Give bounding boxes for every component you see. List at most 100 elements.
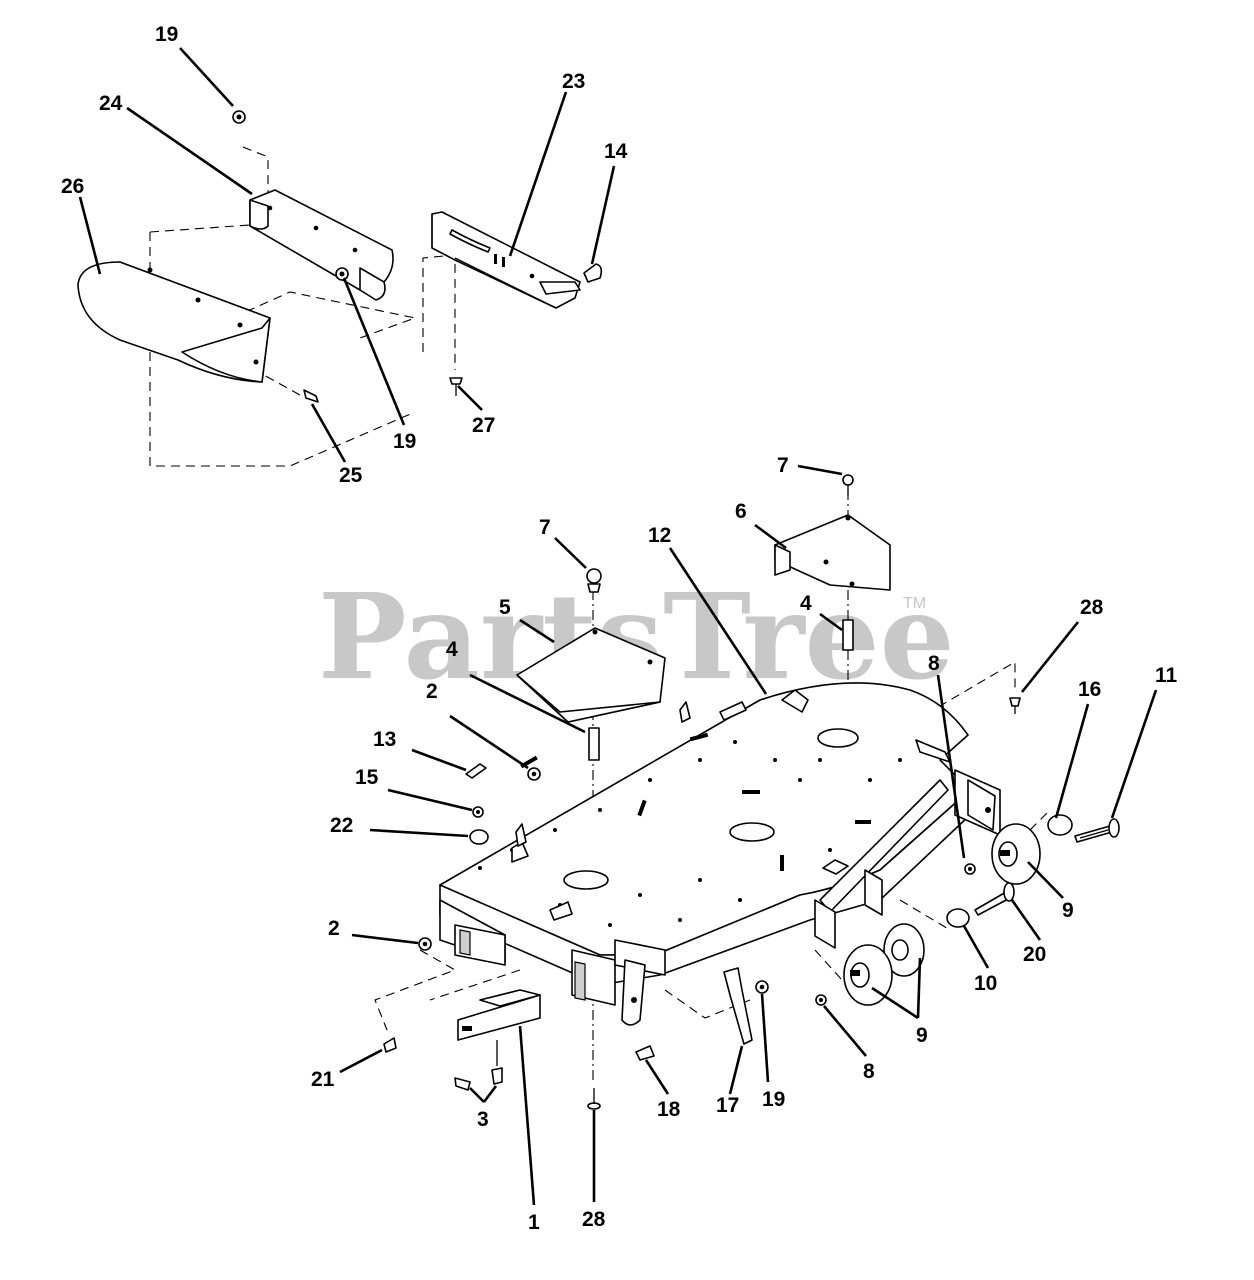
callout-25: 25 bbox=[339, 464, 363, 487]
leader-line bbox=[590, 165, 616, 265]
callout-7: 7 bbox=[539, 516, 551, 539]
leader-line bbox=[871, 986, 919, 1020]
callout-20: 20 bbox=[1023, 943, 1046, 966]
callout-7: 7 bbox=[777, 454, 789, 477]
callout-8: 8 bbox=[928, 652, 940, 675]
part-17-link bbox=[635, 967, 769, 1061]
front-mount-left bbox=[454, 924, 666, 1026]
callout-1: 1 bbox=[528, 1211, 540, 1234]
callout-labels: 19 24 26 23 14 19 25 27 7 6 7 12 5 4 4 2… bbox=[61, 23, 1178, 1234]
callout-19: 19 bbox=[155, 23, 178, 46]
leader-line bbox=[1027, 861, 1064, 899]
callout-9: 9 bbox=[1062, 899, 1074, 922]
leader-line bbox=[728, 1045, 744, 1095]
leader-line bbox=[1020, 621, 1080, 693]
part-4-spacer bbox=[588, 727, 600, 761]
upper-assembly bbox=[77, 47, 616, 467]
part-5-cover bbox=[516, 627, 666, 723]
callout-26: 26 bbox=[61, 175, 84, 198]
callout-8: 8 bbox=[863, 1060, 875, 1083]
leader-line bbox=[449, 714, 529, 770]
guide-line bbox=[1029, 809, 1051, 831]
callout-9: 9 bbox=[916, 1024, 928, 1047]
part-23-arm bbox=[431, 211, 581, 309]
callout-2: 2 bbox=[328, 917, 340, 940]
guide-line bbox=[814, 899, 951, 1001]
callout-18: 18 bbox=[657, 1098, 681, 1121]
leader-line bbox=[668, 547, 768, 695]
leader-line bbox=[351, 933, 419, 945]
callout-28: 28 bbox=[582, 1208, 606, 1231]
callout-23: 23 bbox=[562, 70, 585, 93]
callout-22: 22 bbox=[330, 814, 353, 837]
leader-line bbox=[387, 788, 473, 812]
guide-line bbox=[429, 969, 521, 1001]
leader-line bbox=[339, 1048, 383, 1074]
part-7-bolts bbox=[586, 474, 854, 593]
spindle-opening bbox=[729, 822, 775, 842]
callout-19: 19 bbox=[762, 1088, 785, 1111]
leader-line bbox=[518, 1025, 536, 1206]
leader-line bbox=[819, 612, 843, 632]
leader-line bbox=[962, 925, 990, 969]
callout-17: 17 bbox=[716, 1094, 739, 1117]
guide-line bbox=[374, 949, 457, 1031]
callout-5: 5 bbox=[499, 596, 511, 619]
leader-line bbox=[1054, 703, 1090, 819]
leader-line bbox=[342, 277, 406, 426]
watermark-trademark: TM bbox=[903, 595, 926, 612]
leader-line bbox=[469, 1087, 485, 1103]
part-4-spacer bbox=[842, 619, 854, 651]
leader-line bbox=[457, 385, 483, 411]
callout-12: 12 bbox=[648, 524, 671, 547]
deck-brackets bbox=[511, 689, 951, 921]
part-24-bracket bbox=[249, 189, 394, 301]
leader-line bbox=[508, 91, 568, 257]
leader-line bbox=[126, 106, 253, 196]
spindle-opening bbox=[563, 870, 609, 890]
hardware-left bbox=[383, 763, 541, 1091]
callout-28: 28 bbox=[1080, 596, 1104, 619]
callout-6: 6 bbox=[735, 500, 747, 523]
spindle-opening bbox=[817, 728, 859, 748]
callout-16: 16 bbox=[1078, 678, 1101, 701]
callout-11: 11 bbox=[1155, 664, 1178, 687]
leader-line bbox=[754, 523, 787, 550]
part-28-bolt-bottom bbox=[587, 1088, 601, 1110]
leader-line bbox=[823, 1005, 867, 1057]
leader-line bbox=[310, 403, 347, 463]
callout-4: 4 bbox=[446, 638, 458, 661]
leader-line bbox=[644, 1059, 670, 1095]
leader-line bbox=[469, 673, 586, 734]
leader-line bbox=[482, 1085, 498, 1103]
leader-line bbox=[369, 828, 469, 838]
part-28-bolt-top bbox=[1009, 697, 1021, 714]
guide-line bbox=[149, 224, 251, 233]
callout-21: 21 bbox=[311, 1068, 335, 1091]
callout-10: 10 bbox=[974, 972, 997, 995]
callout-19: 19 bbox=[393, 430, 416, 453]
callout-27: 27 bbox=[472, 414, 495, 437]
rear-mount-right bbox=[814, 769, 1001, 949]
leader-line bbox=[797, 464, 843, 476]
wheel-hardware bbox=[815, 814, 1120, 1006]
deck-top bbox=[439, 682, 971, 956]
leader-line bbox=[760, 993, 770, 1083]
callout-15: 15 bbox=[355, 766, 379, 789]
part-1-bracket bbox=[457, 989, 541, 1041]
deck-holes bbox=[478, 732, 902, 927]
guide-line bbox=[261, 373, 301, 396]
guide-line bbox=[242, 146, 269, 195]
part-6-cover bbox=[774, 514, 891, 591]
leader-line bbox=[519, 618, 555, 644]
callout-2: 2 bbox=[426, 680, 438, 703]
leader-line bbox=[1110, 689, 1158, 819]
callout-14: 14 bbox=[604, 140, 628, 163]
mower-deck bbox=[339, 464, 1158, 1206]
callout-4: 4 bbox=[800, 592, 812, 615]
leader-line bbox=[1010, 899, 1042, 941]
leader-line bbox=[554, 537, 587, 569]
guide-line bbox=[422, 254, 456, 370]
